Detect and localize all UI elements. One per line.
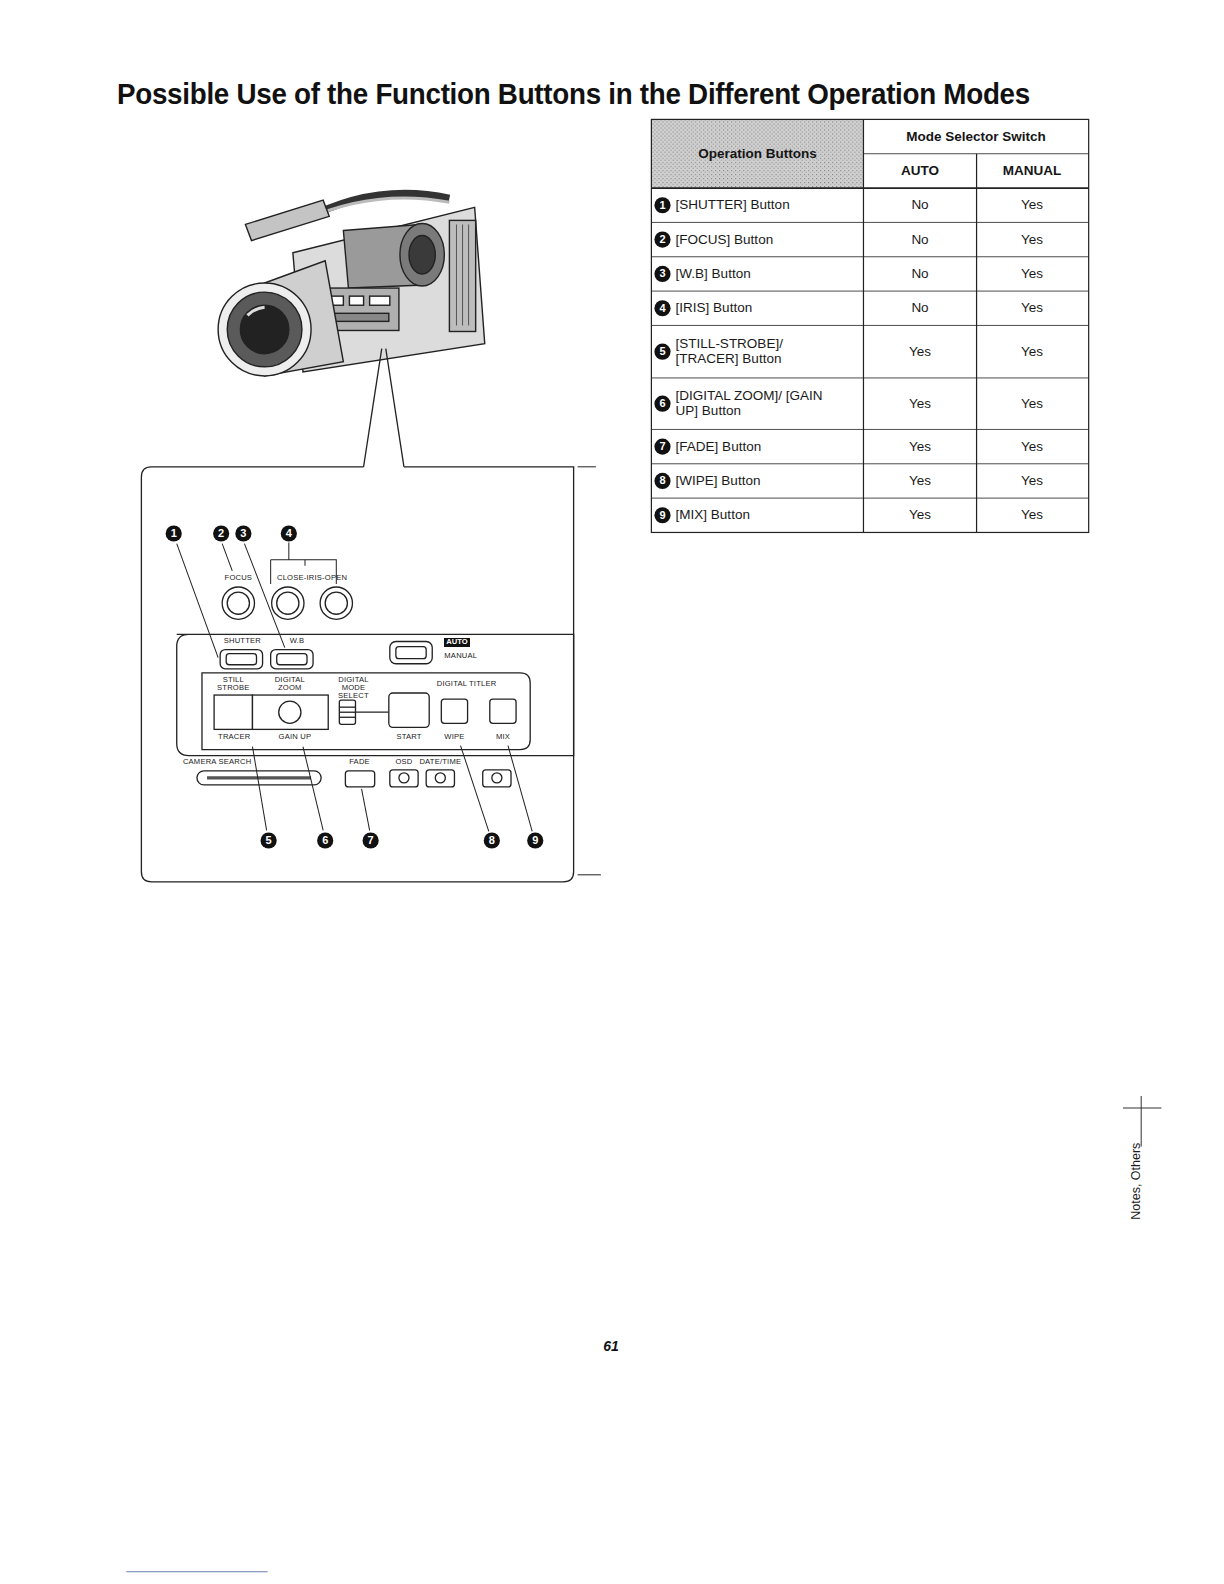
callout-number: 3 [659,267,665,280]
callout-number: 6 [659,397,665,410]
panel-label: START [396,733,421,741]
table-cell: Yes [909,344,931,360]
table-cell: Yes [1021,344,1043,360]
callout-dot [261,832,277,848]
table-header: Mode Selector Switch [906,129,1046,145]
table-cell: Yes [909,507,931,523]
table-cell: [IRIS] Button [676,300,827,316]
callout-number: 1 [171,527,177,540]
table-cell: No [911,266,928,282]
callout-number: 4 [659,302,665,315]
callout-dot [654,396,670,412]
panel-label: MANUAL [444,652,477,660]
table-cell: Yes [909,396,931,412]
panel-label: DIGITAL MODE SELECT [330,676,376,701]
camcorder-drawing [218,193,485,376]
panel-label: TRACER [218,733,250,741]
panel-label: W.B [290,637,305,645]
table-grid [651,119,1088,532]
callout-dot [654,439,670,455]
panel-label: CAMERA SEARCH [183,758,251,766]
callout-dot [235,525,251,541]
callout-number: 8 [659,474,665,487]
table-cell: Yes [909,439,931,455]
table-cell: [SHUTTER] Button [676,197,827,213]
page-title: Possible Use of the Function Buttons in … [117,77,1030,112]
callout-dot [363,832,379,848]
inset-frame [141,349,601,882]
callout-dot [527,832,543,848]
panel-label: AUTO [444,638,469,647]
callout-number: 9 [532,834,538,847]
callout-dot [317,832,333,848]
panel-label: GAIN UP [279,733,312,741]
callout-dot [654,344,670,360]
table-cell: [FOCUS] Button [676,232,827,248]
panel-label: WIPE [444,733,464,741]
table-cell: [FADE] Button [676,439,827,455]
callout-dot [654,473,670,489]
callout-number: 4 [286,527,292,540]
callout-dot [654,197,670,213]
table-cell: Yes [909,473,931,489]
table-header: Operation Buttons [698,146,817,162]
callout-dot [654,507,670,523]
control-panel [177,587,574,787]
callout-number: 3 [240,527,246,540]
section-tab: Notes, Others [1129,1143,1143,1220]
callout-dot [166,525,182,541]
table-cell: Yes [1021,266,1043,282]
panel-label: FOCUS [225,574,253,582]
table-cell: No [911,300,928,316]
table-cell: [STILL-STROBE]/ [TRACER] Button [676,336,827,367]
panel-label: DATE/TIME [419,758,461,766]
panel-label: DIGITAL ZOOM [272,676,308,693]
table-header: MANUAL [1003,163,1062,179]
table-cell: Yes [1021,396,1043,412]
callout-number: 5 [266,834,272,847]
table-cell: Yes [1021,232,1043,248]
table-cell: [WIPE] Button [676,473,827,489]
panel-label: STILL STROBE [216,676,250,693]
table-cell: Yes [1021,197,1043,213]
table-cell: [W.B] Button [676,266,827,282]
callout-dot [654,266,670,282]
callout-dot [654,300,670,316]
panel-label: FADE [349,758,370,766]
table-cell: Yes [1021,507,1043,523]
callout-number: 2 [659,233,665,246]
callout-number: 2 [218,527,224,540]
panel-label: CLOSE-IRIS-OPEN [277,574,347,582]
panel-label: SHUTTER [224,637,261,645]
callout-dot [281,525,297,541]
callout-dot [654,232,670,248]
page-number: 61 [603,1338,619,1354]
callout-number: 6 [322,834,328,847]
callout-number: 5 [659,345,665,358]
callout-number: 7 [368,834,374,847]
leader-lines [177,543,532,832]
callout-dots [166,197,671,848]
callout-dot [213,525,229,541]
panel-label: OSD [395,758,412,766]
table-cell: Yes [1021,473,1043,489]
callout-number: 7 [659,440,665,453]
panel-label: MIX [496,733,510,741]
page-marks [126,1096,1161,1572]
callout-number: 9 [659,509,665,522]
table-cell: No [911,197,928,213]
table-header: AUTO [901,163,939,179]
table-cell: Yes [1021,300,1043,316]
callout-dot [484,832,500,848]
panel-label: DIGITAL TITLER [437,680,497,688]
table-cell: No [911,232,928,248]
callout-number: 1 [659,199,665,212]
table-cell: [MIX] Button [676,507,827,523]
callout-number: 8 [489,834,495,847]
table-cell: [DIGITAL ZOOM]/ [GAIN UP] Button [676,388,827,419]
table-cell: Yes [1021,439,1043,455]
